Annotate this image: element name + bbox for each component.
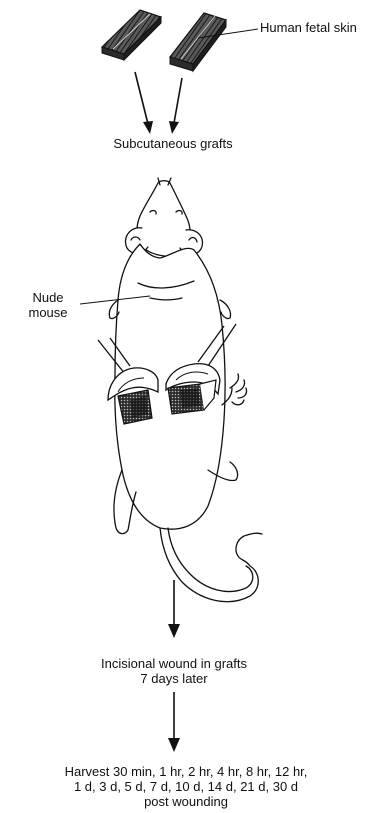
- arrow-to-wound: [168, 580, 180, 638]
- label-nude: Nude: [18, 290, 78, 305]
- arrow-left: [135, 72, 153, 134]
- mouse-tail: [160, 528, 262, 602]
- label-wound-line1: Incisional wound in grafts: [101, 656, 247, 671]
- arrow-to-harvest: [168, 692, 180, 752]
- label-harvest: Harvest 30 min, 1 hr, 2 hr, 4 hr, 8 hr, …: [65, 764, 308, 809]
- skin-strip-left: [102, 10, 161, 60]
- label-harvest-line3: post wounding: [65, 794, 308, 809]
- label-nude-mouse: Nude mouse: [18, 290, 78, 320]
- label-human-fetal-skin: Human fetal skin: [260, 20, 357, 35]
- label-subcutaneous-grafts: Subcutaneous grafts: [113, 136, 232, 151]
- arrow-right: [169, 78, 182, 134]
- label-wound-line2: 7 days later: [101, 671, 247, 686]
- skin-strip-right: [170, 13, 226, 71]
- label-harvest-line2: 1 d, 3 d, 5 d, 7 d, 10 d, 14 d, 21 d, 30…: [65, 779, 308, 794]
- label-harvest-line1: Harvest 30 min, 1 hr, 2 hr, 4 hr, 8 hr, …: [65, 764, 308, 779]
- label-incisional-wound: Incisional wound in grafts 7 days later: [101, 656, 247, 686]
- label-mouse: mouse: [18, 305, 78, 320]
